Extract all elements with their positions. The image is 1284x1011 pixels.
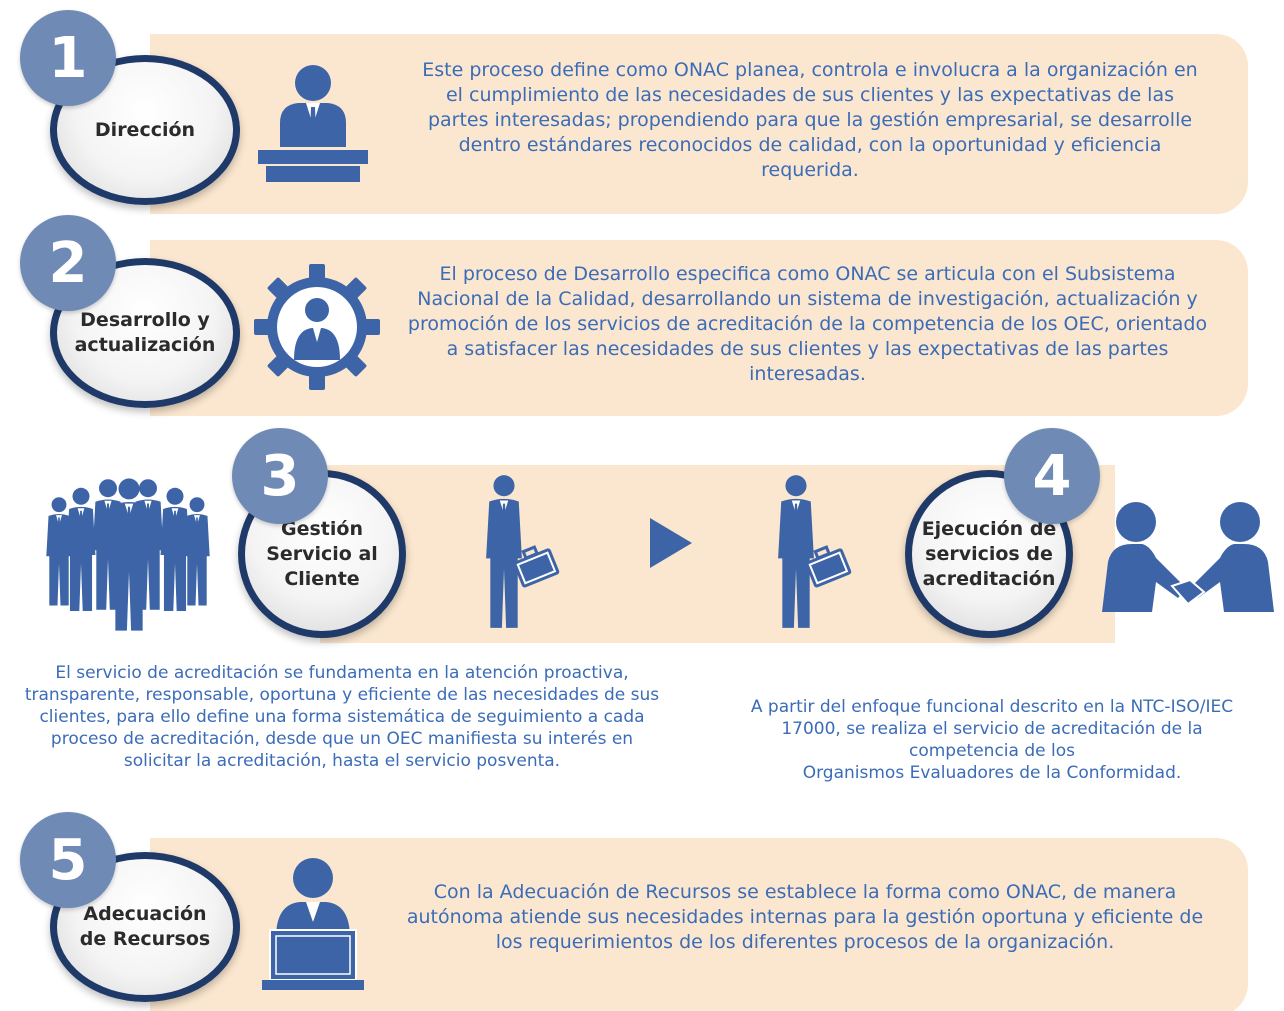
businessman-briefcase-icon [778,475,852,628]
step-1-title: Dirección [94,118,196,141]
step-5-title-line2: de Recursos [79,928,211,950]
step-4-title-line1: Ejecución de [921,517,1057,540]
businessman-briefcase-icon [486,475,560,628]
step-3-title-line1: Gestión [281,517,363,540]
step-1-number: 1 [20,10,116,106]
step-2-description: El proceso de Desarrollo especifica como… [407,263,1208,385]
step-3-title-line2: Servicio al [266,542,378,565]
step-4-number: 4 [1004,428,1100,524]
person-at-podium-icon [258,65,368,182]
person-at-laptop-icon [262,858,364,990]
step-3-title-line3: Cliente [284,567,360,590]
arrow-right-icon [650,518,692,568]
step-2-title-line1: Desarrollo y [80,309,210,331]
step-3-description: El servicio de acreditación se fundament… [24,663,660,771]
step-4-title-line2: servicios de [925,542,1053,565]
step-4-circle: Ejecución de servicios de acreditación [905,470,1073,638]
step-5-title-line1: Adecuación [83,903,207,925]
handshake-icon [1102,502,1274,612]
step-4-description-line4: Organismos Evaluadores de la Conformidad… [802,763,1182,783]
step-3-number: 3 [232,428,328,524]
step-2-number: 2 [20,215,116,311]
step-4-description-line2: 17000, se realiza el servicio de acredit… [781,719,1203,739]
step-4-description-line3: competencia de los [909,741,1075,761]
step-5-number: 5 [20,812,116,908]
group-of-people-icon [46,478,210,631]
step-5-description: Con la Adecuación de Recursos se estable… [406,881,1204,953]
person-in-gear-icon [254,264,380,390]
step-1-description: Este proceso define como ONAC planea, co… [422,59,1198,181]
step-4-description: A partir del enfoque funcional descrito … [700,696,1284,784]
step-4-title-line3: acreditación [922,567,1056,590]
step-2-title-line2: actualización [74,334,216,356]
step-4-description-line1: A partir del enfoque funcional descrito … [750,697,1234,717]
